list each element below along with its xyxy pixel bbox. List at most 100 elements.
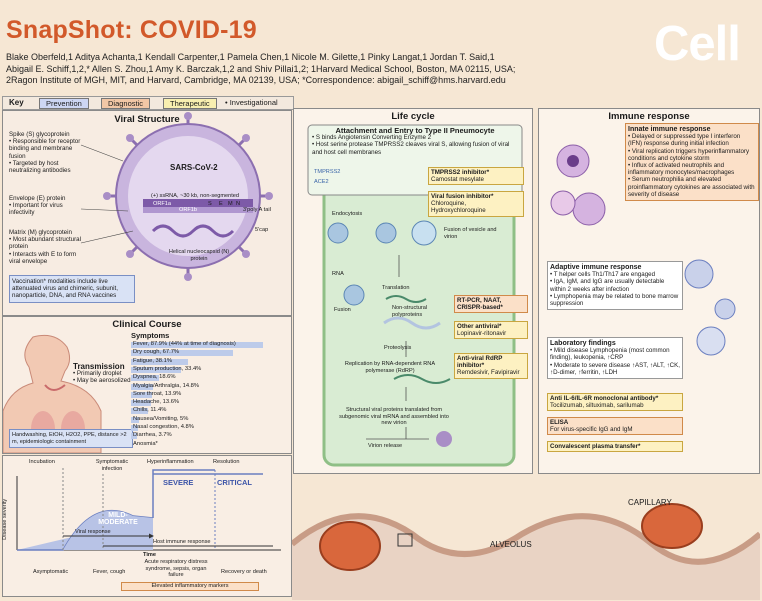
innate-title: Innate immune response [628, 126, 711, 133]
proteolysis-label: Proteolysis [384, 345, 412, 351]
symptom-label: Myalgia/Arthralgia, 14.8% [133, 382, 200, 389]
disease-course-panel: Incubation Symptomatic infection Hyperin… [2, 455, 292, 597]
symptom-bar [131, 350, 233, 357]
nucleocapsid-label: Helical nucleocapsid (N) protein [168, 249, 230, 262]
rtpcr-box: RT-PCR, NAAT, CRISPR-based* [454, 295, 528, 314]
alveolus-illustration [292, 503, 760, 600]
severity-critical: CRITICAL [217, 478, 252, 487]
phase-resolution: Resolution [213, 459, 240, 465]
immune-response-title: Immune response [608, 111, 690, 122]
lab-bullet-1: • Mild disease Lymphopenia (most common … [550, 347, 670, 362]
symptom-label: Anosmia* [133, 440, 158, 447]
author-list: Blake Oberfeld,1 Aditya Achanta,1 Kendal… [6, 52, 646, 87]
symptom-label: Nasal congestion, 4.8% [133, 424, 194, 430]
structural-proteins-label: Structural viral proteins translated fro… [339, 407, 449, 427]
key-prevention: Prevention [39, 98, 89, 109]
il6-antibody-box: Anti IL-6/IL-6R monoclonal antibody* Toc… [547, 393, 683, 412]
envelope-description: Envelope (E) protein • Important for vir… [9, 195, 89, 217]
virus-name: SARS-CoV-2 [170, 163, 218, 172]
severity-severe: SEVERE [163, 478, 194, 487]
n-gene-label: N [236, 201, 241, 207]
ace2-label: ACE2 [314, 179, 329, 185]
phase-hyperinflammation: Hyperinflammation [147, 459, 194, 465]
host-response-label: Host immune response [153, 539, 211, 545]
attachment-title: Attachment and Entry to Type II Pneumocy… [335, 126, 495, 135]
adaptive-bullet-1: • T helper cells Th1/Th17 are engaged [550, 271, 656, 279]
key-label: Key [9, 98, 24, 107]
matrix-bullet-1: • Most abundant structural protein [9, 236, 81, 251]
attachment-bullet-1: • S binds Angiotensin Converting Enzyme … [312, 134, 432, 142]
genome-label: (+) ssRNA, ~30 kb, non-segmented [151, 193, 239, 199]
symptom-bar [131, 400, 152, 407]
transmission-title: Transmission [73, 362, 125, 371]
symptom-label: Dry cough, 67.7% [133, 349, 180, 356]
key-diagnostic: Diagnostic [101, 98, 151, 109]
vaccination-box: Vaccination* modalities include live att… [9, 275, 135, 303]
symptom-bar [131, 391, 152, 398]
prevention-box: Handwashing, EtOH, H2O2, PPE, distance >… [9, 429, 133, 449]
innate-response-box: Innate immune response • Delayed or supp… [625, 123, 759, 202]
clinical-course-title: Clinical Course [112, 319, 182, 330]
spike-title: Spike (S) glycoprotein [9, 131, 70, 138]
matrix-title: Matrix (M) glycoprotein [9, 229, 72, 236]
fusion-vesicle-label: Fusion of vesicle and virion [444, 227, 497, 240]
attachment-bullet-2: • Host serine protease TMPRSS2 cleaves v… [312, 141, 510, 156]
rdrp-inhibitor-title: Anti-viral RdRP inhibitor* [457, 355, 503, 370]
symptom-label: Headache, 13.6% [133, 399, 180, 406]
s-gene-label: S [208, 201, 212, 207]
fusion-label: Fusion [334, 307, 351, 313]
rna-label: RNA [332, 271, 344, 277]
lab-findings-box: Laboratory findings • Mild disease Lymph… [547, 337, 683, 380]
virus-illustration [80, 112, 273, 281]
life-cycle-panel: Life cycle Attachment and Entry to Type … [293, 108, 533, 474]
orf1a-label: ORF1a [153, 201, 172, 207]
cell-illustration [307, 124, 523, 467]
envelope-title: Envelope (E) protein [9, 195, 66, 202]
symptoms-title: Symptoms [131, 331, 170, 340]
matrix-bullet-2: • Interacts with E to form viral envelop… [9, 250, 77, 265]
key-legend: Key Prevention Diagnostic Therapeutic • … [2, 96, 294, 110]
authors-line-2: Abigail E. Schiff,1,2,* Allen S. Zhou,1 … [6, 63, 516, 74]
innate-bullet-4: • Serum neutrophilia and elevated proinf… [628, 176, 755, 198]
clinical-course-panel: Clinical Course Transmission • Primarily… [2, 316, 292, 454]
symptom-bar [131, 383, 154, 390]
adaptive-response-box: Adaptive immune response • T helper cell… [547, 261, 683, 311]
matrix-description: Matrix (M) glycoprotein • Most abundant … [9, 229, 89, 265]
innate-bullet-3: • Influx of activated neutrophils and in… [628, 162, 735, 177]
symptom-label: Fever, 87.9% (44% at time of diagnosis) [133, 341, 236, 347]
innate-bullet-2: • Viral replication triggers hyperinflam… [628, 147, 750, 162]
symptom-label: Sore throat, 13.9% [133, 390, 182, 397]
transmission-bullet-2: • May be aerosolized [73, 377, 131, 385]
symptom-label: Sputum production, 33.4% [133, 365, 202, 372]
il6-drugs: Tocilizumab, siltuximab, sarilumab [550, 402, 644, 410]
attachment-block: Attachment and Entry to Type II Pneumocy… [312, 127, 518, 156]
other-antiviral-box: Other antiviral* Lopinavir-ritonavir [454, 321, 528, 340]
other-antiviral-title: Other antiviral* [457, 323, 502, 330]
immune-cells-illustration [550, 144, 736, 356]
stage-fever-cough: Fever, cough [93, 569, 126, 575]
spike-bullet-2: • Targeted by host neutralizing antibodi… [9, 159, 71, 175]
transmission-bullet-1: • Primarily droplet [73, 370, 122, 378]
key-therapeutic: Therapeutic [163, 98, 217, 109]
symptom-label: Chills, 11.4% [133, 407, 167, 414]
e-gene-label: E [219, 201, 223, 207]
tmprss2-inhibitor-drug: Camostat mesylate [431, 176, 484, 184]
phase-incubation: Incubation [29, 459, 55, 465]
authors-line-3: 2Ragon Institute of MGH, MIT, and Harvar… [6, 75, 506, 85]
rdrp-inhibitor-drug: Remdesivir, Favipiravir [457, 369, 520, 377]
time-axis-label: Time [143, 552, 156, 558]
symptom-bar [131, 342, 263, 348]
m-gene-label: M [228, 201, 233, 207]
nonstructural-label: Non-structural polyproteins [392, 305, 428, 318]
endocytosis-label: Endocytosis [332, 211, 363, 217]
cell-logo: Cell [654, 17, 741, 71]
symptom-label: Dyspnea, 18.6% [133, 374, 176, 381]
envelope-bullet-1: • Important for virus infectivity [9, 202, 63, 217]
symptom-label: Fatigue, 38.1% [133, 357, 172, 364]
lab-title: Laboratory findings [550, 340, 616, 347]
transmission-block: Transmission • Primarily droplet • May b… [73, 362, 137, 385]
alveolus-label: ALVEOLUS [490, 540, 532, 549]
y-axis-label: Disease severity [2, 498, 9, 540]
symptom-bar [131, 366, 182, 373]
adaptive-bullet-2: • IgA, IgM, and IgG are usually detectab… [550, 278, 665, 293]
